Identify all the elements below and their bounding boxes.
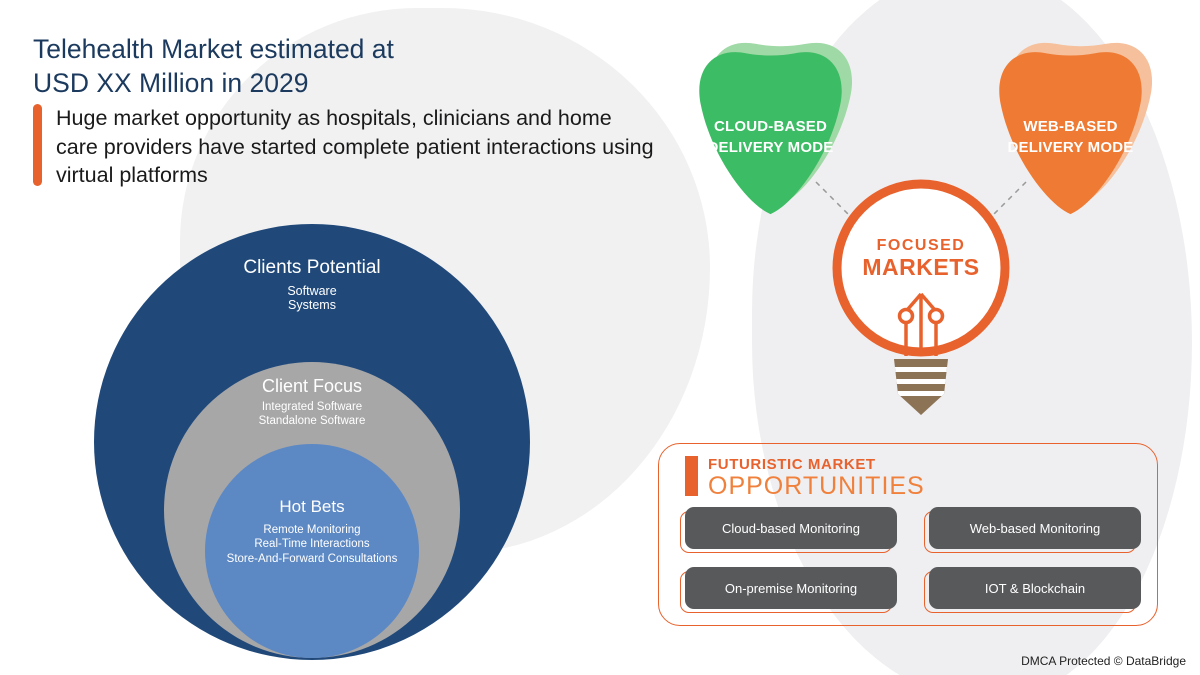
cloud-shape-main	[699, 52, 842, 215]
opportunity-web-based-monitoring: Web-based Monitoring	[929, 507, 1141, 549]
opportunity-cell: Cloud-based Monitoring	[680, 507, 897, 553]
web-delivery-label: WEB-BASED DELIVERY MODE	[988, 36, 1153, 223]
page-title: Telehealth Market estimated at USD XX Mi…	[33, 33, 394, 101]
web-shape-main	[999, 52, 1142, 215]
web-delivery-line2: DELIVERY MODE	[1007, 138, 1134, 156]
hot-bets-title: Hot Bets	[279, 497, 345, 516]
opportunity-cell: IOT & Blockchain	[924, 567, 1141, 613]
panel-accent-bar	[685, 456, 698, 496]
focused-markets-bulb: FOCUSED MARKETS	[815, 179, 1027, 415]
client-focus-item: Integrated Software	[261, 401, 363, 413]
accent-bar	[33, 104, 42, 186]
clients-potential-item: Software	[287, 284, 337, 298]
bulb-text-markets: MARKETS	[862, 254, 979, 280]
opportunities-header: FUTURISTIC MARKET OPPORTUNITIES	[685, 456, 925, 499]
page-title-line1: Telehealth Market estimated at	[33, 34, 394, 64]
web-shape-graphic	[999, 42, 1153, 215]
client-focus-item: Standalone Software	[258, 414, 366, 427]
client-focus-label: Client Focus Integrated Software Standal…	[164, 376, 460, 429]
circle-hot-bets	[205, 444, 419, 658]
hot-bets-item: Store-And-Forward Consultations	[226, 552, 398, 565]
dmca-notice: DMCA Protected © DataBridge	[1021, 654, 1186, 668]
opportunities-header-line2: OPPORTUNITIES	[708, 472, 925, 500]
cloud-shape-graphic	[699, 42, 853, 215]
cloud-delivery-shape: CLOUD-BASED DELIVERY MODE	[688, 36, 853, 223]
bulb-filament-icon	[897, 292, 945, 356]
clients-potential-label: Clients Potential Software Systems	[94, 257, 530, 313]
opportunity-cell: Web-based Monitoring	[924, 507, 1141, 553]
opportunity-on-premise-monitoring: On-premise Monitoring	[685, 567, 897, 609]
hot-bets-item: Remote Monitoring	[263, 524, 361, 536]
clients-potential-title: Clients Potential	[243, 257, 381, 278]
hot-bets-item: Real-Time Interactions	[254, 538, 370, 551]
cloud-delivery-label: CLOUD-BASED DELIVERY MODE	[688, 36, 853, 223]
opportunities-header-line1: FUTURISTIC MARKET	[708, 456, 876, 473]
connector-left	[815, 181, 865, 231]
bulb-text-focused: FOCUSED	[877, 237, 966, 254]
subtitle-text: Huge market opportunity as hospitals, cl…	[56, 106, 654, 188]
opportunities-panel: FUTURISTIC MARKET OPPORTUNITIES Cloud-ba…	[658, 443, 1158, 626]
bulb-base-icon	[894, 359, 948, 415]
opportunities-grid: Cloud-based Monitoring Web-based Monitor…	[680, 507, 1141, 613]
web-delivery-line1: WEB-BASED	[1023, 117, 1118, 135]
page-title-line2: USD XX Million in 2029	[33, 67, 309, 98]
web-delivery-shape: WEB-BASED DELIVERY MODE	[988, 36, 1153, 223]
cloud-delivery-line1: CLOUD-BASED	[713, 117, 828, 135]
clients-potential-item: Systems	[288, 298, 336, 313]
opportunity-cloud-based-monitoring: Cloud-based Monitoring	[685, 507, 897, 549]
hot-bets-label: Hot Bets Remote Monitoring Real-Time Int…	[192, 497, 432, 566]
cloud-delivery-line2: DELIVERY MODE	[707, 138, 834, 156]
opportunity-iot-blockchain: IOT & Blockchain	[929, 567, 1141, 609]
opportunity-cell: On-premise Monitoring	[680, 567, 897, 613]
client-focus-title: Client Focus	[261, 376, 363, 396]
subtitle-block: Huge market opportunity as hospitals, cl…	[33, 104, 656, 190]
connector-right	[977, 181, 1027, 231]
